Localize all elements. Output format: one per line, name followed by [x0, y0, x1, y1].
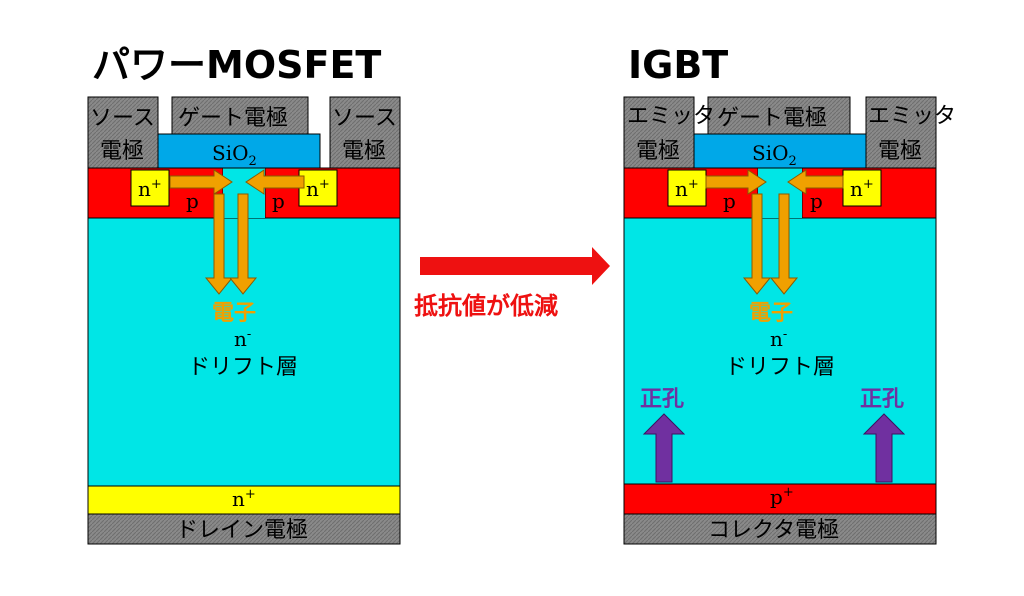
igbt-emitter-electrode-right [865, 96, 937, 169]
igbt-electron-arrow-right [787, 169, 844, 195]
mosfet-electron-arrow-down-left [204, 193, 234, 295]
mosfet-drain-label: ドレイン電極 [176, 518, 308, 543]
igbt-hole-arrows [642, 413, 906, 483]
igbt-nplus-left [667, 169, 707, 207]
mosfet-nplus-right-label: n+ [306, 177, 330, 201]
mosfet-electron-arrows [169, 169, 305, 295]
igbt-electron-arrows [705, 169, 844, 295]
mosfet-nplus-right [298, 169, 338, 207]
red-transition-arrow [420, 247, 610, 285]
igbt-emitter-left-label-1: エミッタ [627, 104, 715, 129]
mosfet-oxide-label: SiO2 [212, 141, 257, 169]
mosfet-electron-arrow-left [169, 169, 233, 195]
igbt-electron-arrow-left [705, 169, 767, 195]
igbt-emitter-right-label-1: エミッタ [868, 104, 956, 129]
mosfet-nminus-label: n- [234, 327, 251, 351]
mosfet-bottom-nplus-label: n+ [232, 487, 256, 511]
mosfet-source-electrode-left [87, 96, 159, 169]
mosfet-oxide [157, 133, 321, 169]
igbt-p-left-label: p [723, 189, 736, 213]
mosfet-electron-label: 電子 [212, 301, 256, 326]
mosfet-source-left-label-2: 電極 [100, 139, 144, 164]
igbt-hole-arrow-left [642, 413, 686, 483]
igbt-diagram: IGBT エミッタ 電極 [623, 43, 956, 545]
igbt-electron-arrow-down-left [742, 193, 772, 295]
mosfet-gate-electrode [171, 96, 309, 135]
mosfet-source-electrode-right [329, 96, 401, 169]
mosfet-bottom-nplus [87, 485, 401, 515]
mosfet-source-left-label-1: ソース [90, 106, 155, 131]
mosfet-drift-label: ドリフト層 [188, 355, 298, 380]
igbt-electron-label: 電子 [749, 301, 793, 326]
igbt-emitter-left-label-2: 電極 [636, 139, 680, 164]
mosfet-source-right-label-1: ソース [332, 106, 397, 131]
mosfet-nplus-left [130, 169, 170, 207]
igbt-bottom-pplus-label: p+ [770, 485, 794, 509]
igbt-gate-label: ゲート電極 [717, 106, 827, 131]
igbt-collector-electrode [623, 513, 937, 545]
mosfet-electron-arrow-down-right [228, 193, 258, 295]
igbt-nplus-right-label: n+ [850, 177, 874, 201]
igbt-hole-label-left: 正孔 [640, 387, 684, 412]
igbt-collector-label: コレクタ電極 [708, 518, 839, 543]
igbt-hole-label-right: 正孔 [860, 387, 904, 412]
igbt-title: IGBT [628, 43, 728, 87]
igbt-gate-electrode [707, 96, 851, 135]
igbt-nminus-label: n- [770, 327, 787, 351]
igbt-oxide-label: SiO2 [752, 141, 797, 169]
mosfet-p-left-label: p [186, 189, 199, 213]
mosfet-nplus-left-label: n+ [138, 177, 162, 201]
mosfet-p-right-label: p [272, 189, 285, 213]
mosfet-electron-arrow-right [245, 169, 305, 195]
igbt-electron-arrow-down-right [769, 193, 799, 295]
mosfet-diagram: パワーMOSFET ソース 電極 ゲート電極 ソース 電極 [87, 43, 401, 545]
igbt-nplus-left-label: n+ [675, 177, 699, 201]
igbt-emitter-right-label-2: 電極 [878, 139, 922, 164]
igbt-emitter-electrode-left [623, 96, 695, 169]
igbt-bottom-pplus [623, 483, 937, 515]
mosfet-drain-electrode [87, 513, 401, 545]
igbt-hole-arrow-right [862, 413, 906, 483]
resistance-reduced-label: 抵抗値が低減 [414, 292, 558, 320]
igbt-oxide [693, 133, 867, 169]
mosfet-title: パワーMOSFET [92, 43, 381, 87]
mosfet-source-right-label-2: 電極 [342, 139, 386, 164]
igbt-drift-label: ドリフト層 [725, 355, 835, 380]
mosfet-gate-label: ゲート電極 [178, 106, 288, 131]
middle-transition: 抵抗値が低減 [414, 247, 610, 320]
igbt-p-right-label: p [810, 189, 823, 213]
